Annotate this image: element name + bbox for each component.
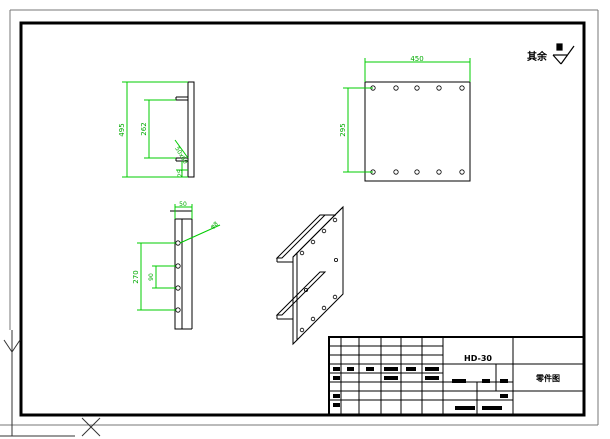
iso-top-flange (275, 214, 336, 263)
end-view-dim-leader: φ8 (209, 220, 220, 230)
title-block-border (328, 336, 585, 416)
surface-note-text: 其余 (527, 50, 548, 63)
iso-bottom-flange (275, 271, 327, 320)
surface-note: 其余 (527, 43, 575, 65)
front-view: 450 295 (339, 55, 471, 182)
title-block-code: HD-30 (464, 354, 492, 363)
end-view-dim-top: 50 (179, 201, 187, 208)
sheet-outer-border (0, 9, 599, 426)
side-view-dim-small: 25 (177, 169, 184, 177)
isometric-view (275, 205, 344, 346)
title-block-drawing-name: 零件图 (535, 373, 560, 383)
side-view-dimensions (122, 81, 189, 178)
front-view-dimensions (343, 58, 471, 173)
surface-roughness-icon (552, 43, 575, 65)
side-view: 495 262 50x60 25 (118, 81, 195, 178)
end-view-dim-spacing: 270 (132, 270, 140, 283)
end-view-dim-pitch: 90 (148, 273, 155, 281)
side-view-dim-inner: 262 (140, 122, 148, 135)
title-block-grid (329, 337, 584, 415)
front-view-dim-width: 450 (410, 55, 423, 63)
front-view-plate (364, 81, 471, 182)
iso-holes (299, 217, 338, 333)
end-view-dimensions (137, 204, 221, 311)
title-block-filled-cells (333, 367, 508, 410)
side-view-dim-total: 495 (118, 123, 126, 136)
drawing-frame (19, 21, 586, 417)
title-block: HD-30 零件图 (328, 336, 585, 416)
ucs-axis-icon (0, 330, 101, 437)
end-view: 50 φ8 270 90 (132, 201, 221, 330)
front-view-dim-height: 295 (339, 123, 347, 136)
